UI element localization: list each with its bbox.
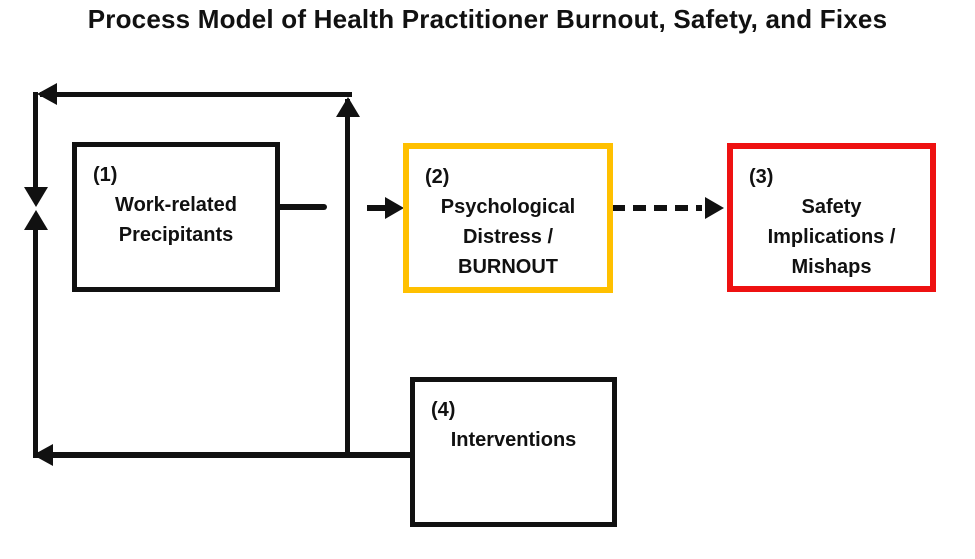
arrowhead-bottom-left-icon [33, 444, 53, 466]
box-safety-implications-mishaps: (3) Safety Implications / Mishaps [727, 143, 936, 292]
box-number: (4) [431, 399, 456, 421]
feedback-riser-line [345, 99, 350, 458]
box-label: Work-related Precipitants [115, 194, 237, 246]
box-number: (2) [425, 166, 450, 188]
feedback-left-upper-line [33, 92, 38, 188]
arrowhead-left-down-icon [24, 187, 48, 207]
feedback-bottom-line [36, 452, 410, 458]
precipitants-to-burnout-line [367, 205, 387, 211]
arrowhead-riser-up-icon [336, 97, 360, 117]
box-work-related-precipitants: (1) Work-related Precipitants [72, 142, 280, 292]
box-psychological-distress-burnout: (2) Psychological Distress / BURNOUT [403, 143, 613, 293]
arrowhead-to-safety-icon [705, 197, 724, 219]
arrowhead-to-burnout-icon [385, 197, 404, 219]
burnout-to-safety-dashed-line [612, 205, 702, 211]
precipitants-stub-line [275, 204, 327, 210]
box-number: (1) [93, 164, 118, 186]
feedback-left-lower-line [33, 228, 38, 458]
arrowhead-left-up-icon [24, 210, 48, 230]
arrowhead-top-left-icon [37, 83, 57, 105]
box-number: (3) [749, 166, 774, 188]
box-label: Psychological Distress / BURNOUT [440, 196, 576, 278]
box-label: Interventions [450, 429, 577, 451]
feedback-top-line [40, 92, 352, 97]
diagram-title: Process Model of Health Practitioner Bur… [87, 4, 888, 34]
box-interventions: (4) Interventions [410, 377, 617, 527]
box-label: Safety Implications / Mishaps [767, 196, 896, 278]
